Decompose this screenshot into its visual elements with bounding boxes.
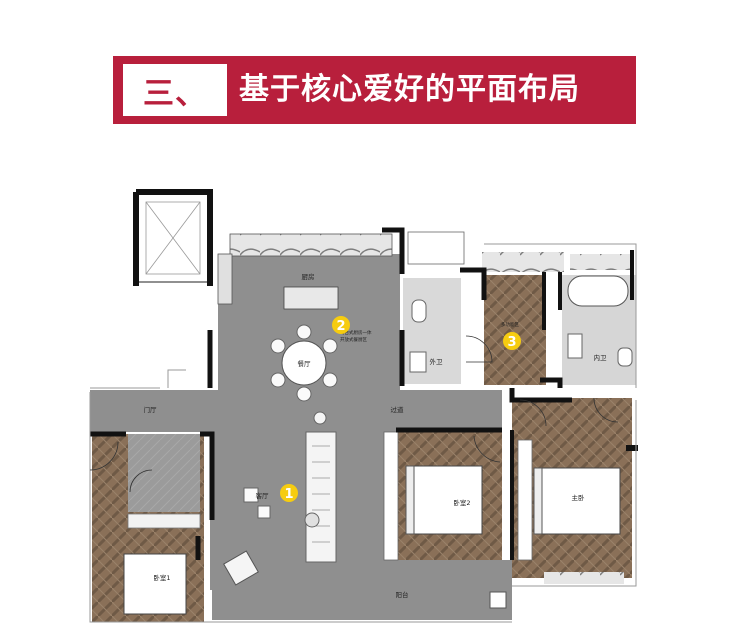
- room-label-bedroom1: 卧室1: [153, 573, 170, 582]
- dining-table: [270, 324, 338, 402]
- section-number-box: 三、: [123, 64, 227, 116]
- marker-1-number: 1: [284, 487, 293, 502]
- room-label-master-bedroom: 主卧: [572, 493, 586, 502]
- marker-2: 2: [332, 316, 350, 334]
- multifunction-marble-wall: [482, 252, 564, 272]
- room-label-corridor: 过道: [391, 405, 405, 414]
- kitchen-side-counter: [217, 253, 233, 305]
- guest-bathroom: [403, 231, 465, 384]
- section-number: 三、: [143, 75, 207, 112]
- kitchen-counter: [229, 233, 393, 257]
- walls: [90, 226, 638, 560]
- marker-2-number: 2: [336, 319, 345, 334]
- master-bathroom: [562, 254, 636, 385]
- room-label-living: 客厅: [256, 491, 270, 500]
- section-header: 三、 基于核心爱好的平面布局: [113, 56, 636, 124]
- room-label-dining: 餐厅: [298, 359, 312, 368]
- living-room-furniture: [223, 411, 337, 586]
- master-bedroom: [512, 398, 632, 584]
- marker-2-note-line1: 岛台式厨房一体: [340, 329, 372, 336]
- room-label-guest-bath: 外卫: [430, 357, 444, 366]
- multifunction-room: [484, 275, 546, 385]
- marker-1: 1: [280, 484, 298, 502]
- marker-2-note-line2: 开放式餐厨区: [340, 336, 367, 343]
- room-label-entrance: 门厅: [144, 405, 158, 414]
- marker-3: 3: [503, 332, 521, 350]
- room-label-kitchen: 厨房: [302, 272, 315, 281]
- room-label-bedroom2: 卧室2: [453, 498, 470, 507]
- elevator-shaft: [133, 189, 213, 286]
- marker-3-number: 3: [507, 335, 516, 350]
- marker-3-note: 多功能区: [501, 321, 519, 328]
- bedroom-2: [383, 431, 502, 561]
- room-label-master-bath: 内卫: [594, 353, 608, 362]
- thin-outlines: [89, 243, 637, 623]
- bedroom-1: [92, 434, 204, 622]
- balcony-washer: [489, 591, 507, 609]
- door-swings: [89, 335, 619, 493]
- room-label-balcony: 阳台: [396, 590, 409, 599]
- section-title: 基于核心爱好的平面布局: [239, 72, 580, 107]
- kitchen-island: [283, 286, 339, 310]
